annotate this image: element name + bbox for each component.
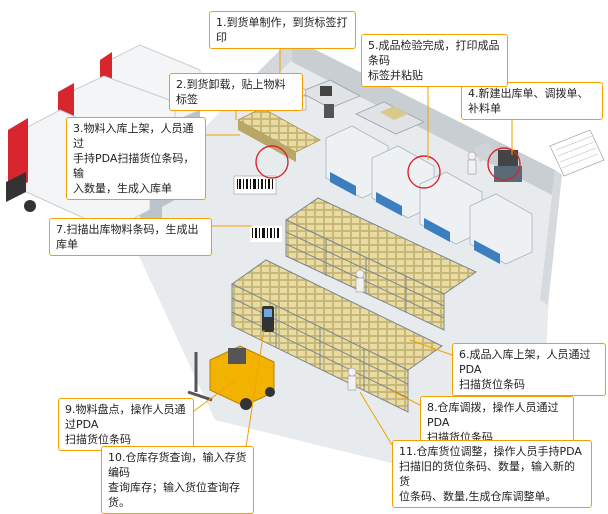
step-10-callout: 10.仓库存货查询，输入存货编码 查询库存；输入货位查询存货。 [101, 446, 254, 514]
step-1-callout: 1.到货单制作，到货标签打印 [209, 11, 356, 49]
inspection-machines [325, 125, 533, 265]
order-document [549, 129, 605, 177]
pda-scanner-icon [262, 306, 274, 332]
step-9-callout: 9.物料盘点，操作人员通过PDA 扫描货位条码 [58, 398, 194, 451]
pallet-goods [237, 107, 321, 162]
highlight-circles [255, 145, 521, 189]
inspection-desk [355, 101, 425, 135]
step-5-callout: 5.成品检验完成，打印成品条码 标签并粘贴 [361, 34, 508, 87]
step-6-callout: 6.成品入库上架，人员通过PDA 扫描货位条码 [452, 343, 606, 396]
step-4-callout: 4.新建出库单、调拨单、补料单 [461, 82, 603, 120]
printer-desk [299, 79, 361, 118]
step-3-callout: 3.物料入库上架，人员通过 手持PDA扫描货位条码，输 入数量，生成入库单 [66, 117, 206, 200]
step-11-callout: 11.仓库货位调整，操作人员手持PDA 扫描旧的货位条码、数量，输入新的货 位条… [392, 440, 592, 508]
storage-rack-row-1 [284, 197, 478, 331]
step-2-callout: 2.到货卸载，贴上物料标签 [169, 73, 303, 111]
step-7-callout: 7.扫描出库物料条码，生成出库单 [49, 218, 212, 256]
storage-rack-row-2 [231, 259, 443, 413]
forklift [187, 345, 275, 410]
barcode-label-2 [250, 226, 282, 242]
right-wall [540, 170, 562, 305]
barcode-label-1 [233, 175, 277, 195]
